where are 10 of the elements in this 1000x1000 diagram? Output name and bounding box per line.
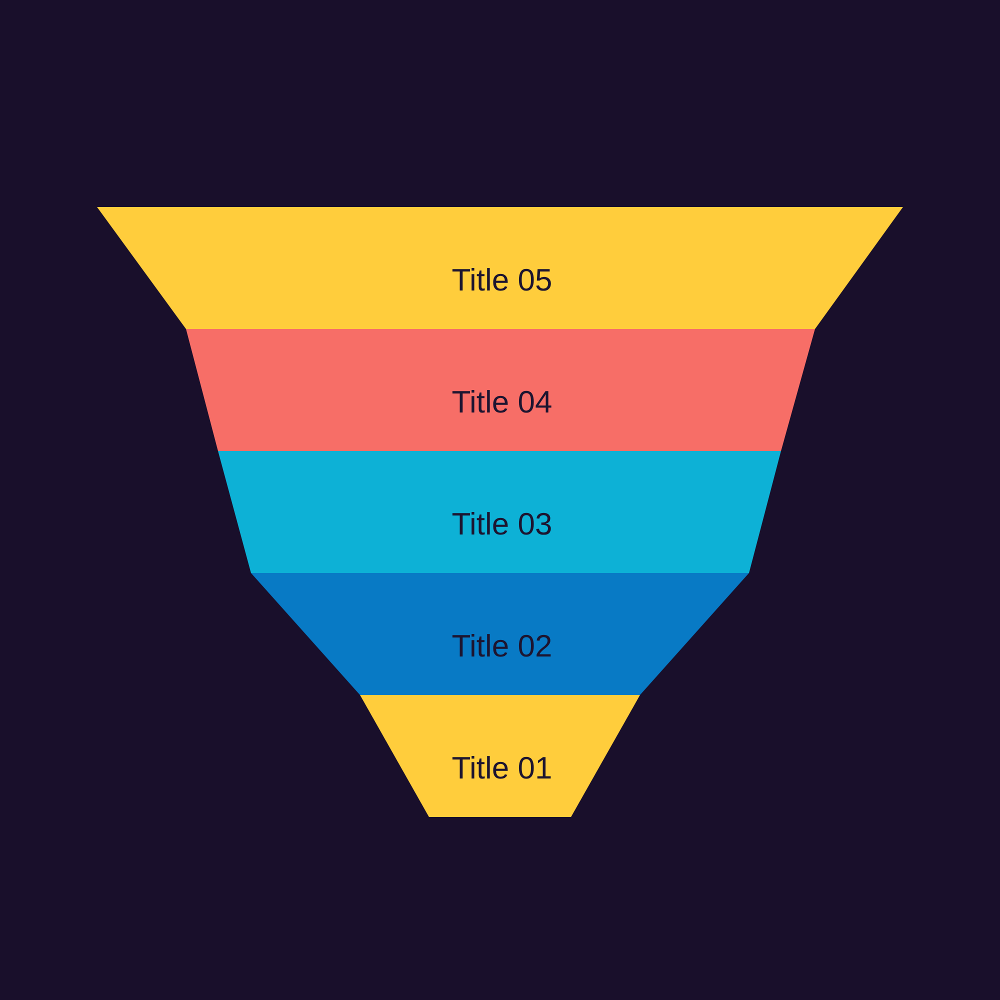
band-title: Title 02 xyxy=(452,630,552,662)
funnel-band xyxy=(251,573,749,695)
funnel-band xyxy=(360,695,640,817)
funnel-band xyxy=(186,329,815,451)
band-title: Title 03 xyxy=(452,508,552,540)
band-title: Title 05 xyxy=(452,264,552,296)
funnel-band xyxy=(218,451,781,573)
band-title: Title 04 xyxy=(452,386,552,418)
band-title: Title 01 xyxy=(452,752,552,784)
funnel-band xyxy=(97,207,903,329)
